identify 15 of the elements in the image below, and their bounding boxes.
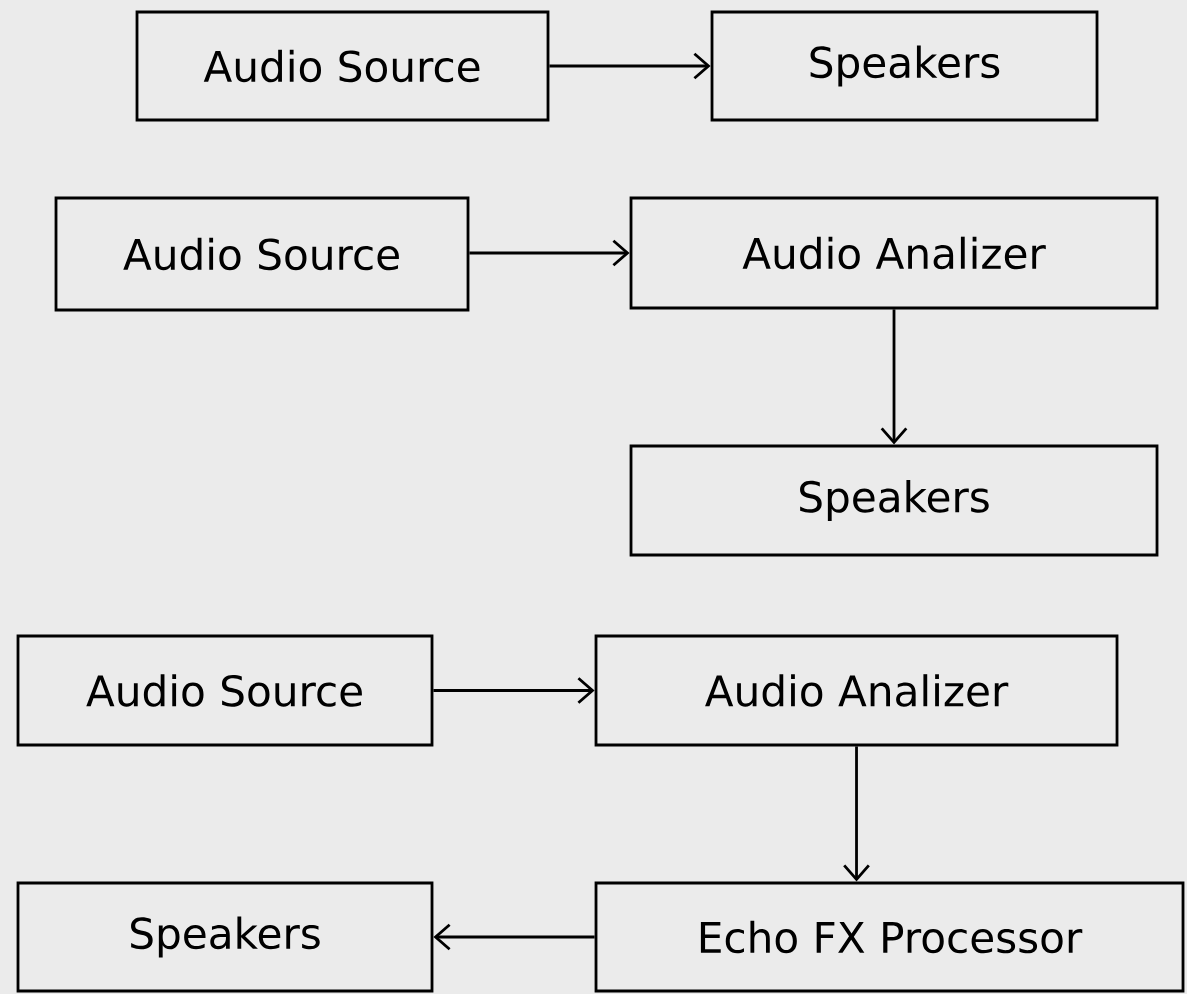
process-box: Speakers [629,444,1159,557]
arrow [433,677,595,704]
arrow [880,309,908,445]
process-box: Speakers [16,881,434,993]
arrow [469,239,630,267]
process-box: Audio Analizer [629,196,1159,310]
arrow [843,746,870,882]
process-box: Speakers [710,10,1099,122]
process-box: Echo FX Processor [594,881,1185,993]
process-box: Audio Source [135,10,550,122]
process-box: Audio Source [16,634,434,747]
arrow [433,923,595,951]
process-box: Audio Analizer [594,634,1119,747]
process-box: Audio Source [54,196,470,312]
arrow [549,52,711,80]
